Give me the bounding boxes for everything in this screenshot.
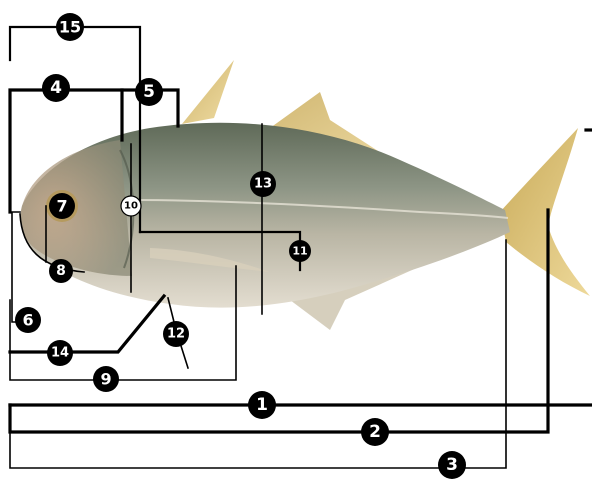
- badge-8: 8: [49, 259, 73, 283]
- badge-12-label: 12: [167, 327, 185, 342]
- badge-1: 1: [248, 391, 276, 419]
- badge-4-label: 4: [50, 78, 62, 98]
- badge-1-label: 1: [256, 395, 268, 415]
- badge-4: 4: [42, 74, 70, 102]
- badge-7-label: 7: [56, 197, 67, 216]
- badge-3-label: 3: [446, 455, 458, 475]
- badge-5: 5: [135, 78, 163, 106]
- badge-13-label: 13: [254, 177, 272, 192]
- badge-13: 13: [250, 171, 276, 197]
- badge-7: 7: [49, 193, 75, 219]
- badge-8-label: 8: [56, 263, 66, 279]
- caudal-fin: [500, 128, 590, 296]
- badge-6: 6: [15, 307, 41, 333]
- badge-10-label: 10: [124, 201, 138, 212]
- badge-10: 10: [121, 196, 141, 216]
- badge-9: 9: [93, 366, 119, 392]
- badge-6-label: 6: [22, 311, 33, 330]
- badge-5-label: 5: [143, 82, 155, 102]
- badge-15: 15: [56, 13, 84, 41]
- badge-15-label: 15: [59, 18, 81, 37]
- fish-illustration: [20, 60, 590, 330]
- badge-11: 11: [289, 240, 311, 262]
- first-dorsal-fin: [182, 60, 234, 124]
- badge-2: 2: [361, 418, 389, 446]
- badge-11-label: 11: [292, 245, 307, 258]
- badge-12: 12: [163, 321, 189, 347]
- badge-9-label: 9: [100, 370, 111, 389]
- badge-14-label: 14: [51, 346, 69, 361]
- badge-3: 3: [438, 451, 466, 479]
- badge-14: 14: [47, 340, 73, 366]
- badge-2-label: 2: [369, 422, 381, 442]
